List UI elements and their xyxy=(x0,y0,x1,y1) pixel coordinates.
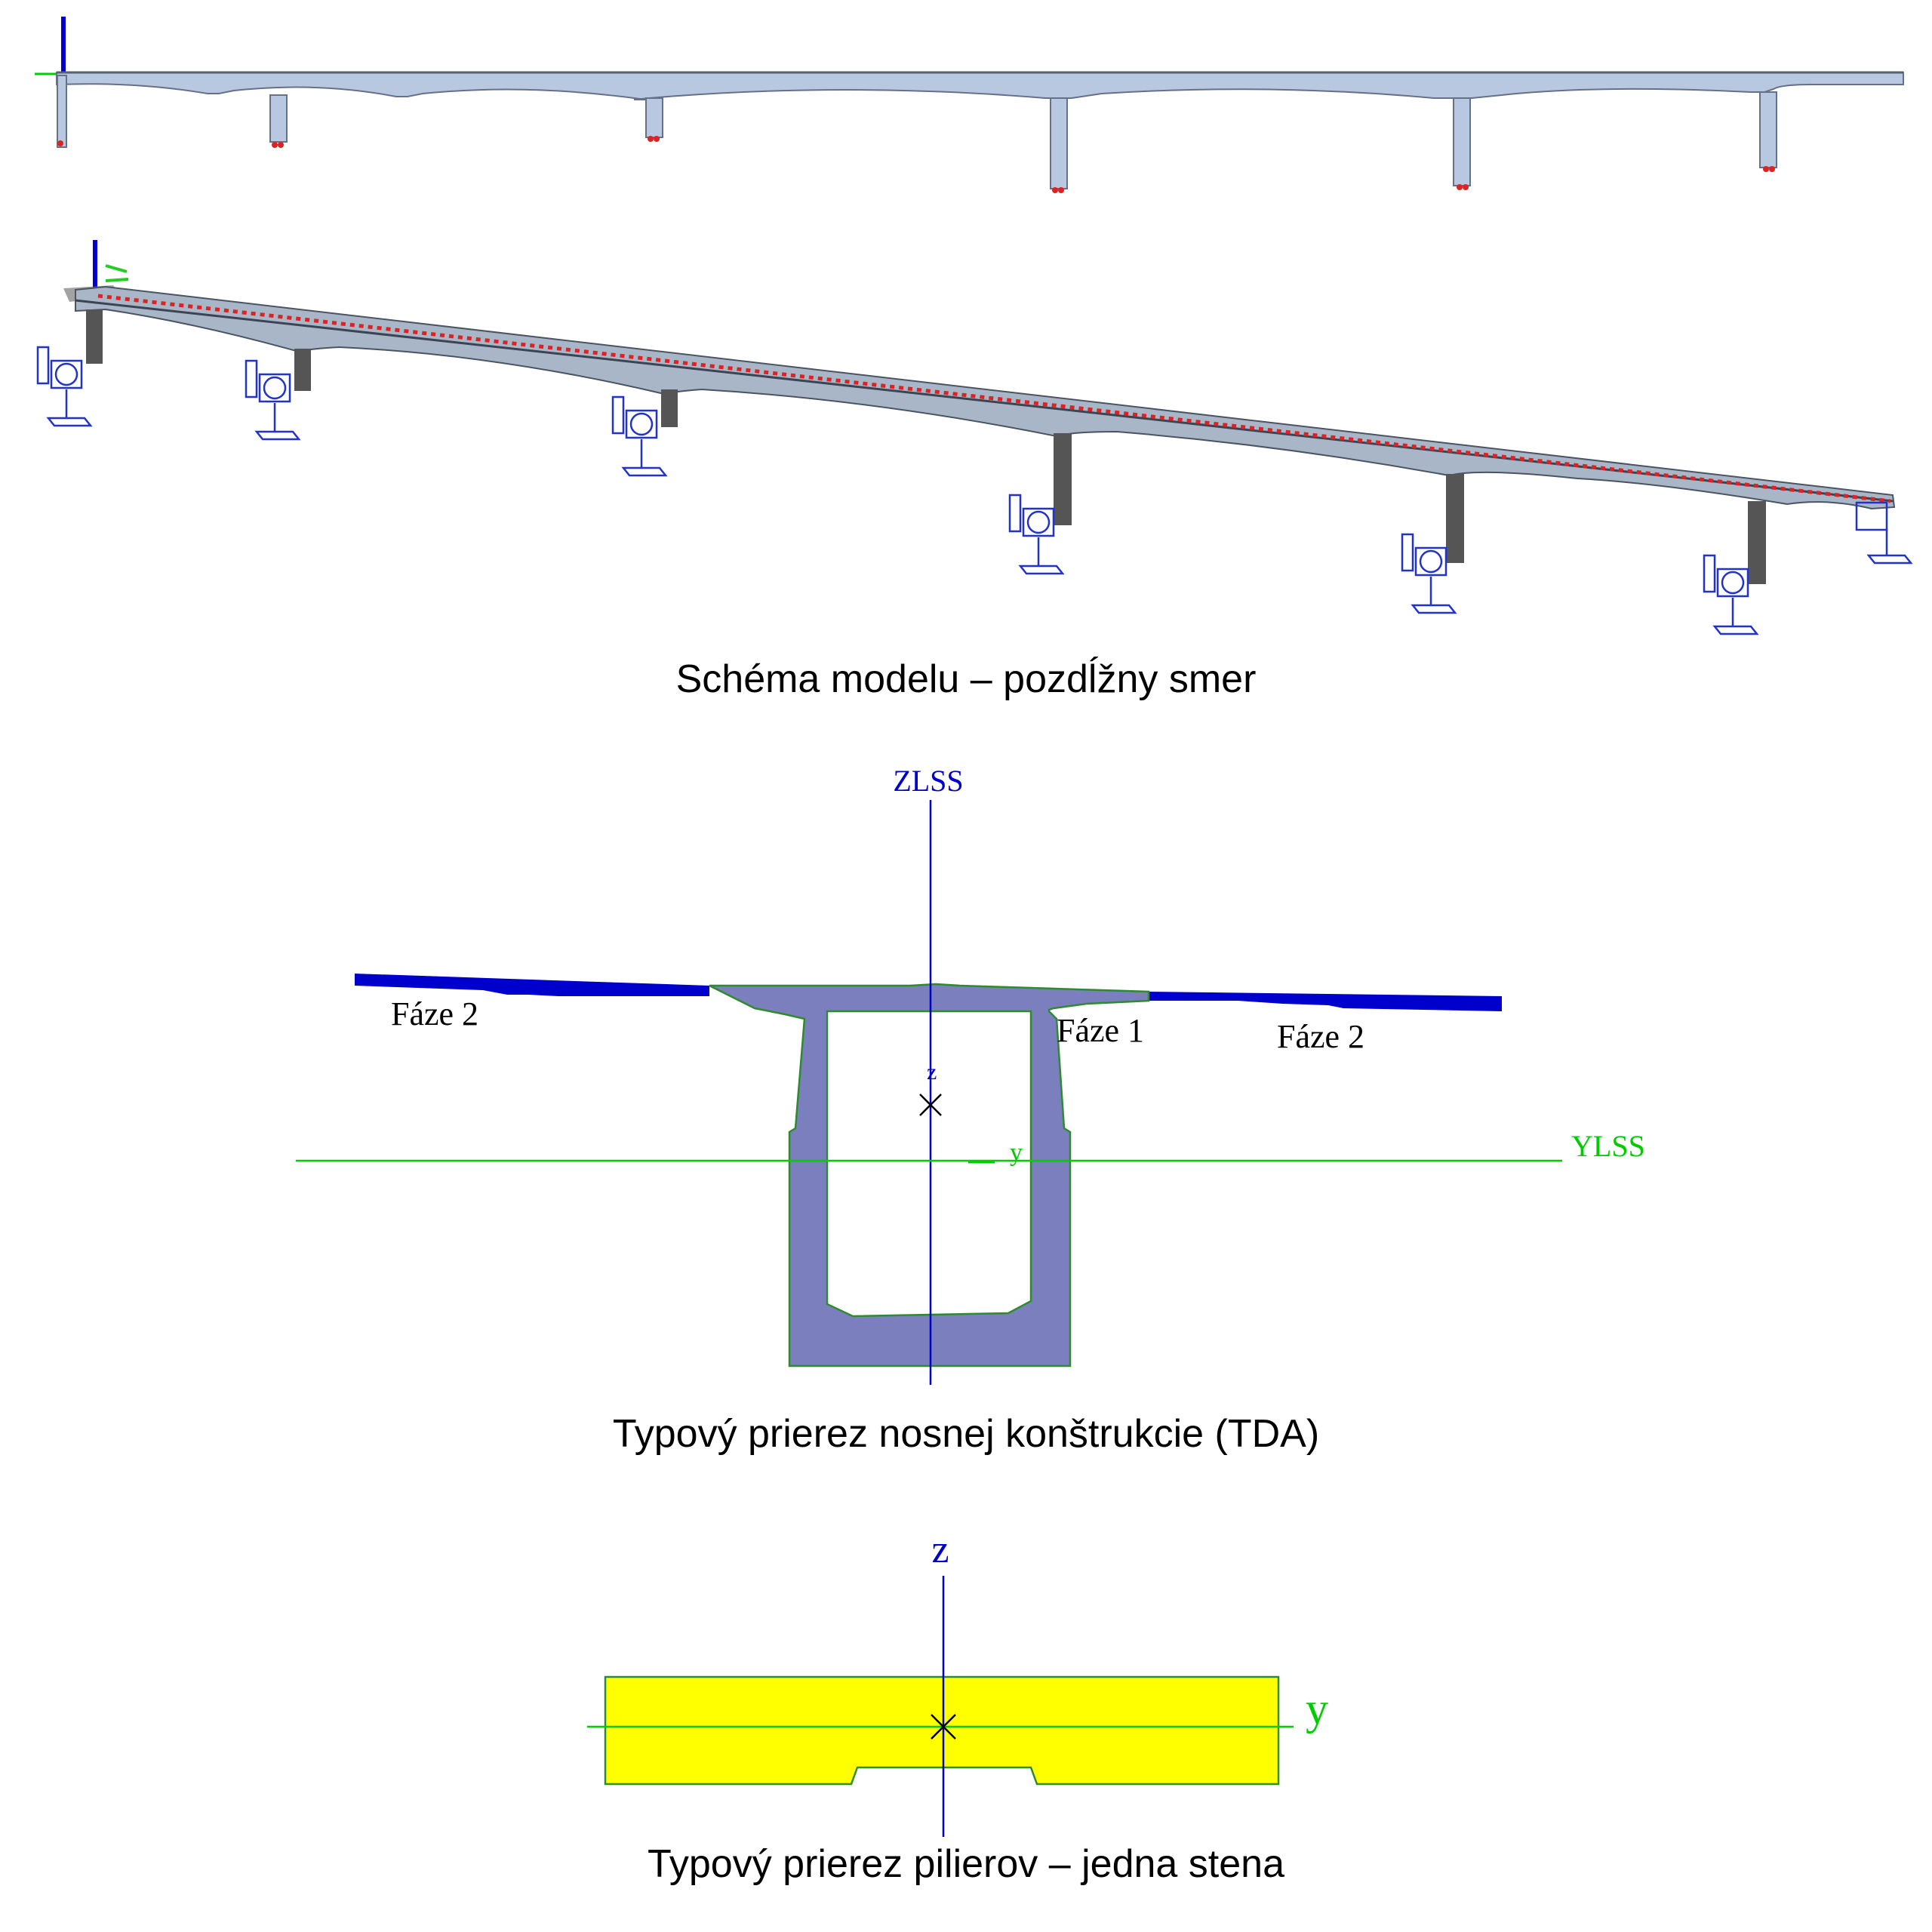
perspective-pier xyxy=(294,349,311,391)
caption-model: Schéma modelu – pozdĺžny smer xyxy=(675,657,1257,701)
caption-deck-section: Typový prierez nosnej konštrukcie (TDA) xyxy=(612,1412,1320,1456)
perspective-pier xyxy=(661,389,678,427)
support-symbol xyxy=(611,395,668,477)
elevation-pier xyxy=(1453,97,1471,186)
phase2-overlay-right xyxy=(1149,992,1502,1011)
support-symbol xyxy=(1703,554,1759,635)
perspective-axis-x-arrow xyxy=(105,264,129,282)
elevation-abutment-left xyxy=(57,75,67,148)
phase-label-right: Fáze 2 xyxy=(1277,1018,1364,1055)
perspective-deck xyxy=(75,285,1896,510)
perspective-pier xyxy=(1748,501,1766,584)
support-symbol xyxy=(1401,533,1457,614)
phase-label-left: Fáze 2 xyxy=(391,995,478,1032)
pier-axis-z-label: z xyxy=(931,1528,949,1571)
perspective-pier xyxy=(1054,433,1072,525)
axis-y-local-label: y xyxy=(1010,1139,1023,1167)
elevation-pier xyxy=(1759,91,1777,168)
support-symbol-end xyxy=(1855,501,1913,565)
elevation-pier xyxy=(645,97,663,138)
tendon-line xyxy=(97,294,1891,503)
pier-wall xyxy=(604,1675,1280,1786)
phase2-overlay-left xyxy=(355,974,709,996)
phase-label-center: Fáze 1 xyxy=(1057,1012,1144,1049)
axis-z-local-label: z xyxy=(927,1060,937,1084)
perspective-view xyxy=(36,240,1913,635)
elevation-pier xyxy=(1050,97,1068,189)
deck-cross-section: ZLSS YLSS z y Fáze 2 Fáze 1 Fáze 2 xyxy=(296,764,1645,1385)
axis-zlss-label: ZLSS xyxy=(893,764,963,798)
centroid-marker xyxy=(919,1094,942,1116)
elevation-nodes xyxy=(57,136,1775,193)
elevation-view xyxy=(35,17,1904,193)
caption-pier-section: Typový prierez pilierov – jedna stena xyxy=(647,1842,1284,1886)
perspective-deck-edge xyxy=(75,299,1894,503)
elevation-pier xyxy=(269,94,288,143)
pier-axis-y-label: y xyxy=(1306,1684,1328,1734)
perspective-pier xyxy=(1446,474,1464,563)
pier-cross-section: z y xyxy=(587,1528,1328,1837)
pier-centroid-marker xyxy=(931,1714,956,1740)
perspective-pier xyxy=(86,309,103,364)
support-symbol xyxy=(36,346,93,427)
axis-ylss-label: YLSS xyxy=(1571,1129,1645,1163)
elevation-deck xyxy=(56,72,1904,100)
box-girder xyxy=(709,983,1150,1367)
support-symbol xyxy=(1008,494,1065,575)
support-symbol xyxy=(245,359,301,441)
